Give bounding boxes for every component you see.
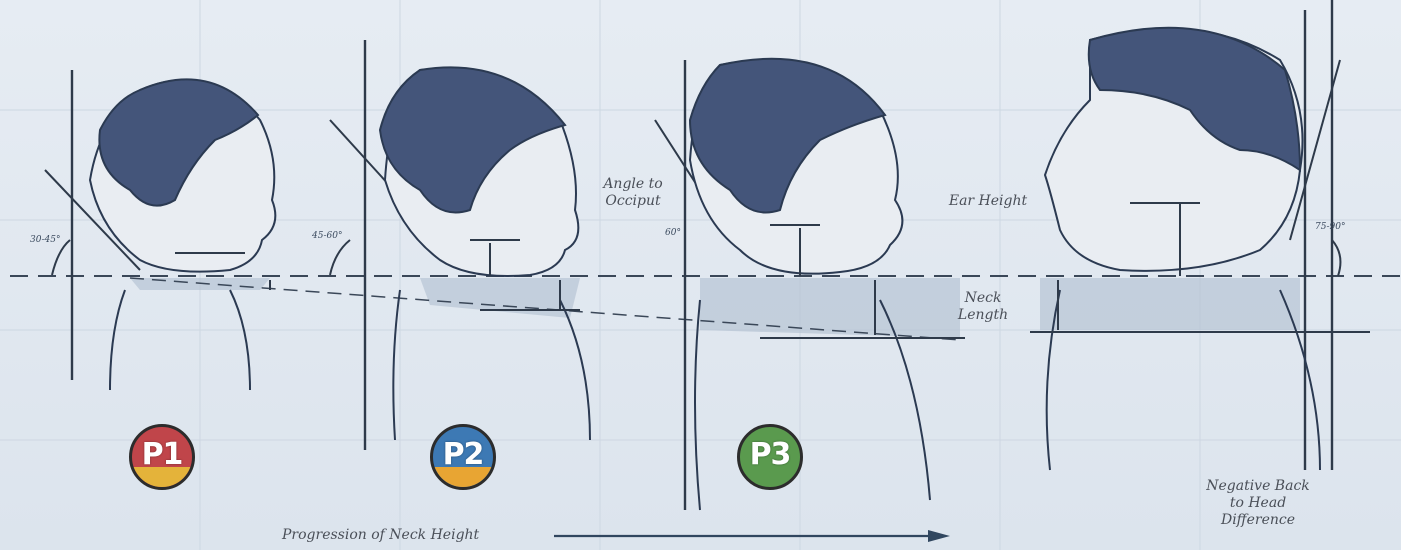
- badge-p3: P3: [737, 424, 803, 490]
- progression-arrow: [554, 530, 950, 542]
- badge-p2: P2: [430, 424, 496, 490]
- progression-label: Progression of Neck Height: [282, 527, 552, 544]
- angle-p2: 45-60°: [312, 231, 342, 241]
- badge-p1: P1: [129, 424, 195, 490]
- neck-length-label: Neck Length: [938, 290, 1028, 324]
- angle-to-occiput-label: Angle to Occiput: [588, 176, 678, 210]
- angle-p4: 75-90°: [1315, 222, 1345, 232]
- angle-p1: 30-45°: [30, 235, 60, 245]
- negative-back-to-head-label: Negative Back to Head Difference: [1198, 478, 1318, 529]
- neck-length-bands: [130, 278, 1300, 338]
- angle-p3: 60°: [665, 228, 681, 238]
- ear-height-label: Ear Height: [948, 193, 1028, 210]
- figure-sketches: [90, 28, 1320, 510]
